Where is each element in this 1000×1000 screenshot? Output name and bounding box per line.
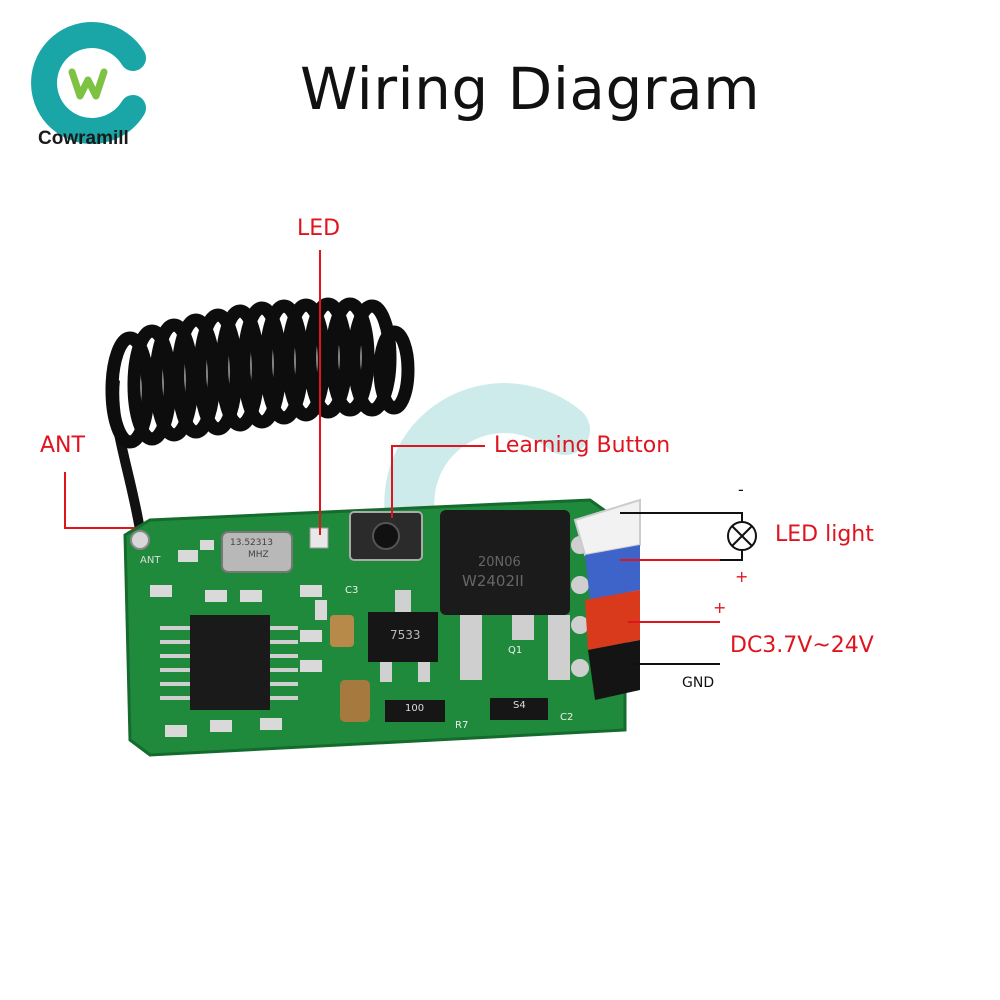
led-light-symbol-icon bbox=[727, 521, 757, 551]
crystal-oscillator bbox=[221, 531, 293, 573]
plus-sign-power: + bbox=[713, 598, 727, 617]
minus-sign: - bbox=[738, 480, 744, 499]
page-title: Wiring Diagram bbox=[300, 55, 761, 123]
led-label: LED bbox=[297, 216, 341, 241]
led-light-minus-line bbox=[620, 512, 743, 522]
regulator-text: 7533 bbox=[390, 628, 421, 642]
mosfet-text-1: 20N06 bbox=[478, 555, 521, 570]
learning-button-label: Learning Button bbox=[494, 433, 671, 458]
regulator-chip bbox=[368, 612, 438, 662]
black-wire bbox=[588, 640, 640, 700]
mosfet-text-2: W2402II bbox=[462, 572, 524, 590]
resistor-text: 100 bbox=[405, 703, 425, 714]
wires bbox=[573, 498, 641, 700]
ant-label: ANT bbox=[40, 433, 85, 458]
brand-name: Cowramill bbox=[38, 128, 129, 149]
power-label: DC3.7V~24V bbox=[730, 633, 874, 658]
mosfet bbox=[440, 510, 570, 615]
crystal-unit-text: MHZ bbox=[248, 550, 269, 560]
s4-text: S4 bbox=[513, 700, 526, 711]
ic-chip bbox=[190, 615, 270, 710]
black-lines bbox=[620, 512, 743, 665]
c3-text: C3 bbox=[345, 585, 359, 596]
red-wire bbox=[585, 590, 640, 650]
gnd-label: GND bbox=[682, 675, 715, 691]
crystal-text: 13.52313 bbox=[230, 538, 273, 548]
blue-wire bbox=[585, 545, 640, 600]
antenna-coil bbox=[105, 297, 415, 531]
r7-text: R7 bbox=[455, 720, 469, 731]
learning-callout-line bbox=[391, 445, 485, 518]
callout-lines bbox=[64, 250, 720, 623]
pcb-board bbox=[123, 498, 627, 757]
q1-text: Q1 bbox=[508, 645, 523, 656]
led-light-label: LED light bbox=[775, 522, 874, 547]
c2-text: C2 bbox=[560, 712, 574, 723]
ant-callout-line bbox=[64, 472, 135, 529]
cowramill-logo bbox=[31, 22, 146, 144]
plus-sign-light: + bbox=[735, 567, 749, 586]
ant-pad-text: ANT bbox=[140, 555, 161, 566]
